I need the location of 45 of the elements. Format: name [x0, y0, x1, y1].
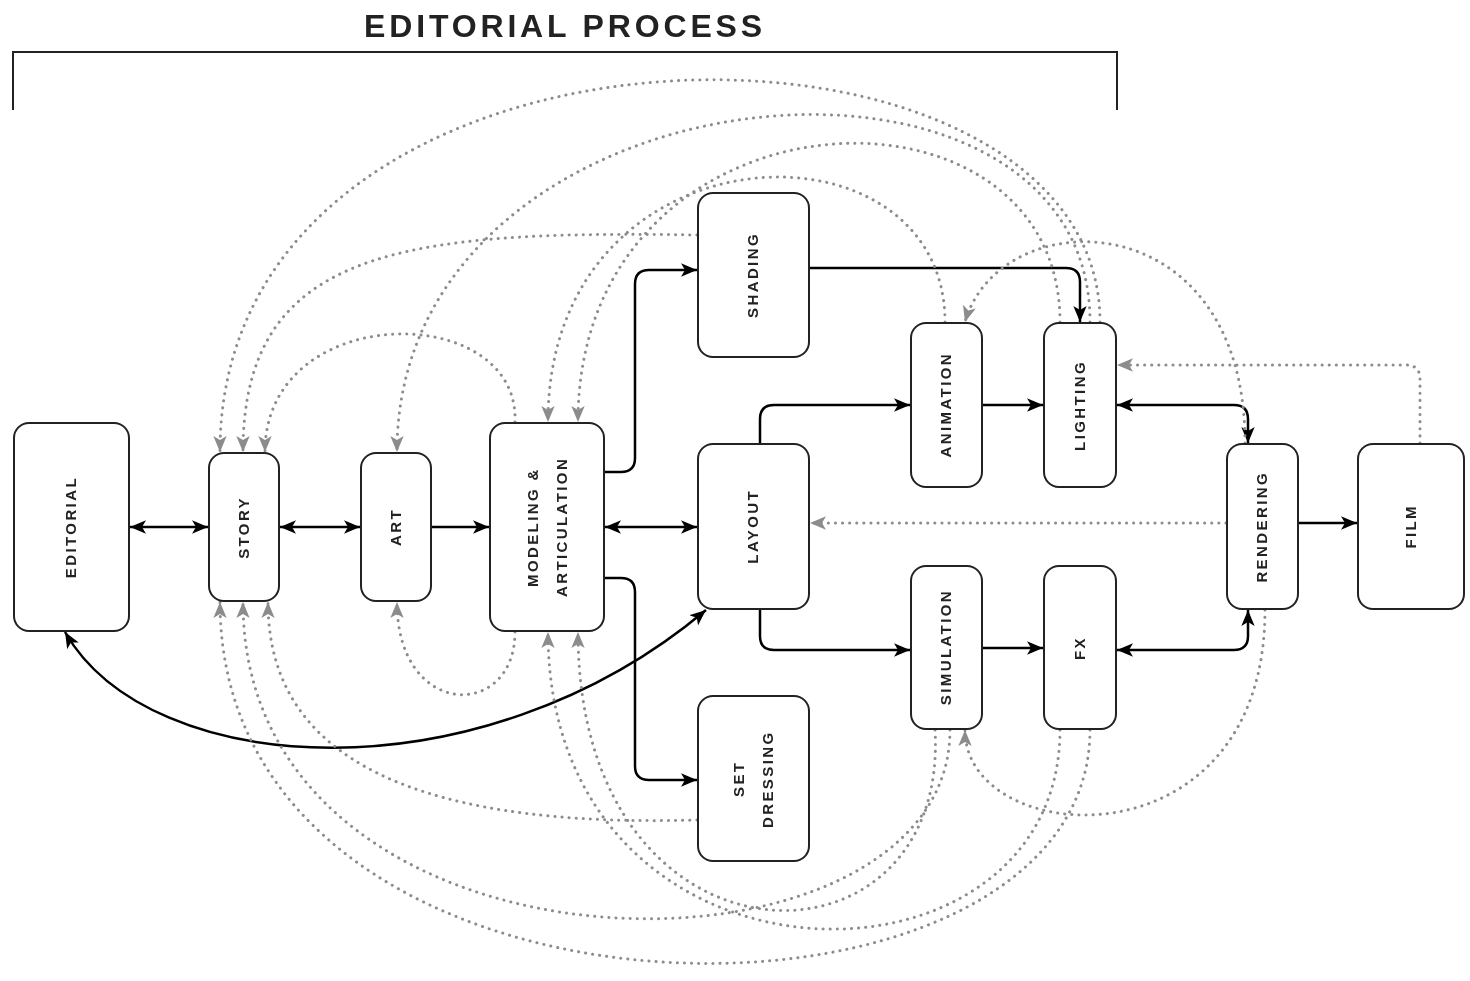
arrow: [758, 610, 910, 657]
arrow: [983, 398, 1043, 412]
process-box: SET DRESSING: [697, 695, 810, 862]
arrow: [758, 398, 910, 443]
arrow: [64, 609, 707, 749]
process-box: ART: [360, 452, 432, 602]
arrow: [605, 263, 697, 474]
dotted-arrow: [543, 630, 1062, 930]
process-box: STORY: [208, 452, 280, 602]
arrow: [130, 520, 208, 534]
arrow: [983, 641, 1043, 655]
dotted-arrow: [808, 516, 1228, 530]
process-box: SIMULATION: [910, 565, 983, 730]
dotted-arrow: [963, 240, 1247, 445]
dotted-arrow: [961, 608, 1267, 817]
process-box: SHADING: [697, 192, 810, 358]
arrow: [432, 520, 489, 534]
process-box: LAYOUT: [697, 443, 810, 610]
process-box: EDITORIAL: [13, 422, 130, 632]
dotted-arrow: [572, 630, 937, 911]
arrow: [605, 520, 697, 534]
arrow: [605, 576, 697, 787]
process-box: MODELING & ARTICULATION: [489, 422, 605, 632]
arrow: [1299, 516, 1357, 530]
process-box: FX: [1043, 565, 1117, 730]
dotted-arrow: [237, 232, 699, 454]
dotted-arrow: [215, 80, 1102, 454]
dotted-arrow: [392, 113, 1092, 454]
title: EDITORIAL PROCESS: [363, 7, 767, 46]
dotted-arrow: [262, 600, 699, 822]
arrow: [1117, 398, 1255, 443]
process-box: RENDERING: [1226, 443, 1299, 610]
dotted-arrow: [391, 600, 517, 696]
process-box: LIGHTING: [1043, 322, 1117, 488]
process-box: FILM: [1357, 443, 1465, 610]
dotted-arrow: [573, 142, 1062, 424]
dotted-arrow: [216, 600, 1092, 963]
dotted-arrow: [238, 600, 952, 920]
arrow: [1117, 610, 1255, 657]
dotted-arrow: [543, 176, 947, 424]
arrow: [280, 520, 360, 534]
dotted-arrow: [260, 332, 517, 454]
process-box: ANIMATION: [910, 322, 983, 488]
arrow: [810, 266, 1087, 322]
dotted-arrow: [1115, 358, 1422, 445]
